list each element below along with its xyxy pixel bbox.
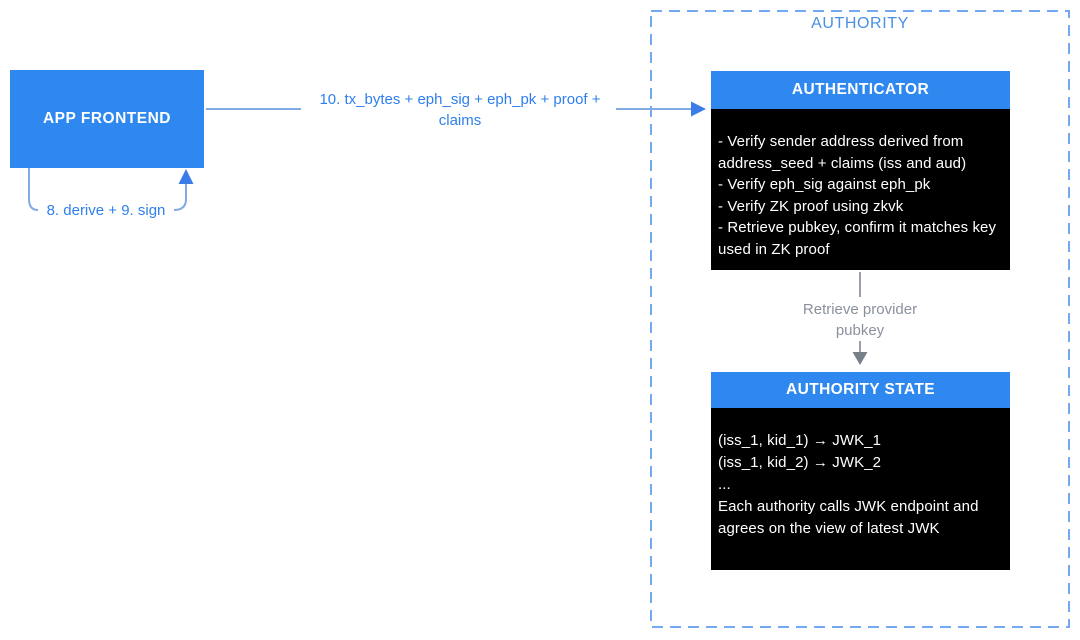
- authenticator-body-line: - Verify ZK proof using zkvk: [718, 197, 904, 215]
- authority-state-body-line: Each authority calls JWK endpoint and ag…: [718, 498, 979, 537]
- authority-state-body-line: (iss_1, kid_1) → JWK_1: [718, 432, 882, 449]
- authenticator-body-line: - Verify sender address derived from add…: [718, 133, 967, 172]
- authenticator-body-line: - Retrieve pubkey, confirm it matches ke…: [718, 219, 997, 258]
- authority-state-body-line: (iss_1, kid_2) → JWK_2: [718, 454, 882, 471]
- authority-container-title: AUTHORITY: [811, 15, 909, 32]
- self-loop-line-left: [28, 168, 39, 211]
- authority-state-header: AUTHORITY STATE: [711, 372, 1010, 408]
- authenticator-node: AUTHENTICATOR - Verify sender address de…: [711, 71, 1010, 270]
- self-loop-arrowhead-icon: [178, 169, 194, 184]
- authenticator-body: - Verify sender address derived from add…: [711, 109, 1010, 270]
- authenticator-header: AUTHENTICATOR: [711, 71, 1010, 109]
- self-loop-line-right: [173, 182, 187, 211]
- retrieve-arrow-label: Retrieve provider pubkey: [802, 301, 918, 339]
- app-frontend-label: APP FRONTEND: [42, 110, 171, 127]
- self-loop-label: 8. derive + 9. sign: [46, 202, 166, 219]
- retrieve-arrowhead-icon: [852, 352, 868, 365]
- app-frontend-node: APP FRONTEND: [10, 70, 204, 168]
- authority-state-node: AUTHORITY STATE (iss_1, kid_1) → JWK_1 (…: [711, 372, 1010, 570]
- tx-arrowhead-icon: [691, 101, 706, 117]
- tx-arrow-label: 10. tx_bytes + eph_sig + eph_pk + proof …: [319, 91, 601, 129]
- authority-state-body-line: ...: [718, 476, 731, 493]
- authenticator-body-line: - Verify eph_sig against eph_pk: [718, 176, 931, 193]
- authority-state-body: (iss_1, kid_1) → JWK_1 (iss_1, kid_2) → …: [711, 408, 1010, 570]
